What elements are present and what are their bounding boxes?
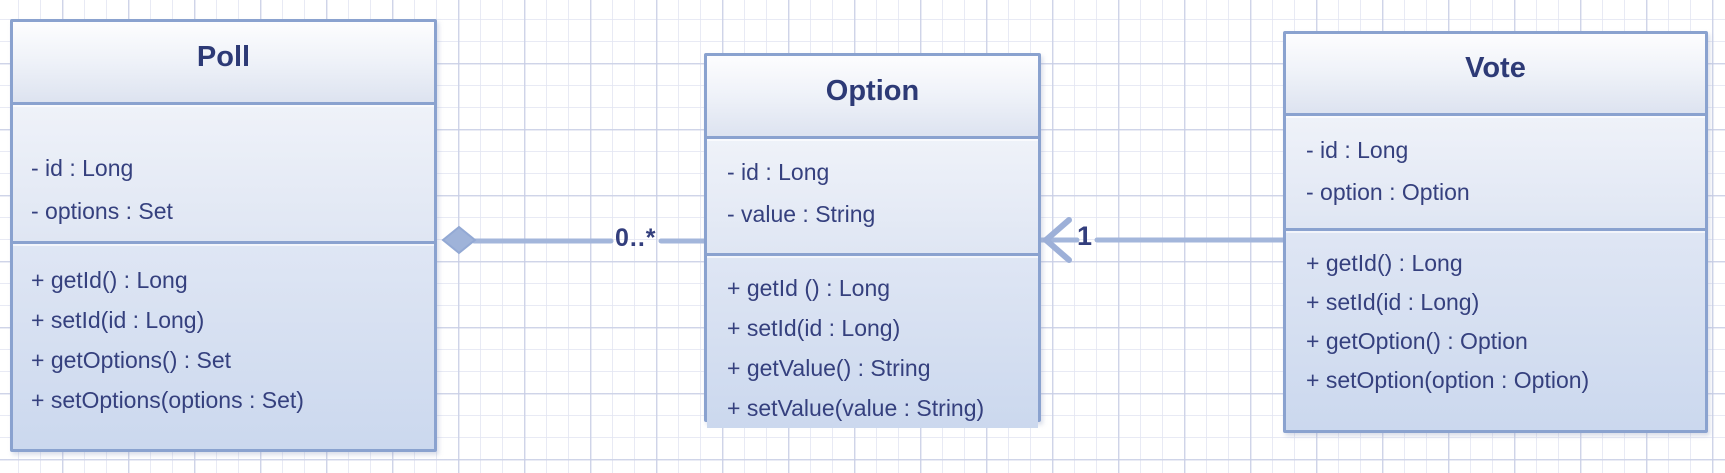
- multiplicity-label-zero-many: 0..*: [615, 224, 657, 252]
- attribute-vote-option: - option : Option: [1306, 179, 1470, 205]
- attribute-option-value: - value : String: [727, 201, 876, 227]
- method-option-setvalue: + setValue(value : String): [727, 395, 985, 421]
- composition-diamond-icon: [441, 225, 477, 255]
- method-vote-setoption: + setOption(option : Option): [1306, 367, 1590, 393]
- attributes-section-option: - id : Long - value : String: [707, 136, 1038, 253]
- class-box-poll[interactable]: Poll - id : Long - options : Set + getId…: [10, 19, 437, 452]
- methods-section-poll: + getId() : Long + setId(id : Long) + ge…: [13, 241, 434, 449]
- method-vote-setid: + setId(id : Long): [1306, 289, 1480, 315]
- methods-section-option: + getId () : Long + setId(id : Long) + g…: [707, 253, 1038, 428]
- open-arrowhead-icon: [1043, 217, 1072, 263]
- attribute-option-id: - id : Long: [727, 159, 830, 185]
- methods-section-vote: + getId() : Long + setId(id : Long) + ge…: [1286, 228, 1705, 430]
- attributes-section-vote: - id : Long - option : Option: [1286, 113, 1705, 228]
- attributes-section-poll: - id : Long - options : Set: [13, 102, 434, 241]
- method-option-getid: + getId () : Long: [727, 275, 891, 301]
- method-poll-setid: + setId(id : Long): [31, 307, 205, 333]
- class-box-vote[interactable]: Vote - id : Long - option : Option + get…: [1283, 31, 1708, 433]
- method-option-getvalue: + getValue() : String: [727, 355, 931, 381]
- attribute-poll-options: - options : Set: [31, 198, 173, 224]
- class-title-vote: Vote: [1286, 34, 1705, 113]
- connector-poll-option: [441, 225, 707, 255]
- method-poll-getid: + getId() : Long: [31, 267, 188, 293]
- method-poll-getoptions: + getOptions() : Set: [31, 347, 232, 373]
- method-vote-getoption: + getOption() : Option: [1306, 328, 1528, 354]
- attribute-poll-id: - id : Long: [31, 155, 134, 181]
- class-box-option[interactable]: Option - id : Long - value : String + ge…: [704, 53, 1041, 428]
- attribute-vote-id: - id : Long: [1306, 137, 1409, 163]
- method-vote-getid: + getId() : Long: [1306, 250, 1463, 276]
- method-poll-setoptions: + setOptions(options : Set): [31, 387, 304, 413]
- class-title-option: Option: [707, 56, 1038, 136]
- multiplicity-label-one: 1: [1077, 221, 1093, 251]
- class-title-poll: Poll: [13, 22, 434, 102]
- method-option-setid: + setId(id : Long): [727, 315, 901, 341]
- connector-vote-option: [1038, 217, 1286, 263]
